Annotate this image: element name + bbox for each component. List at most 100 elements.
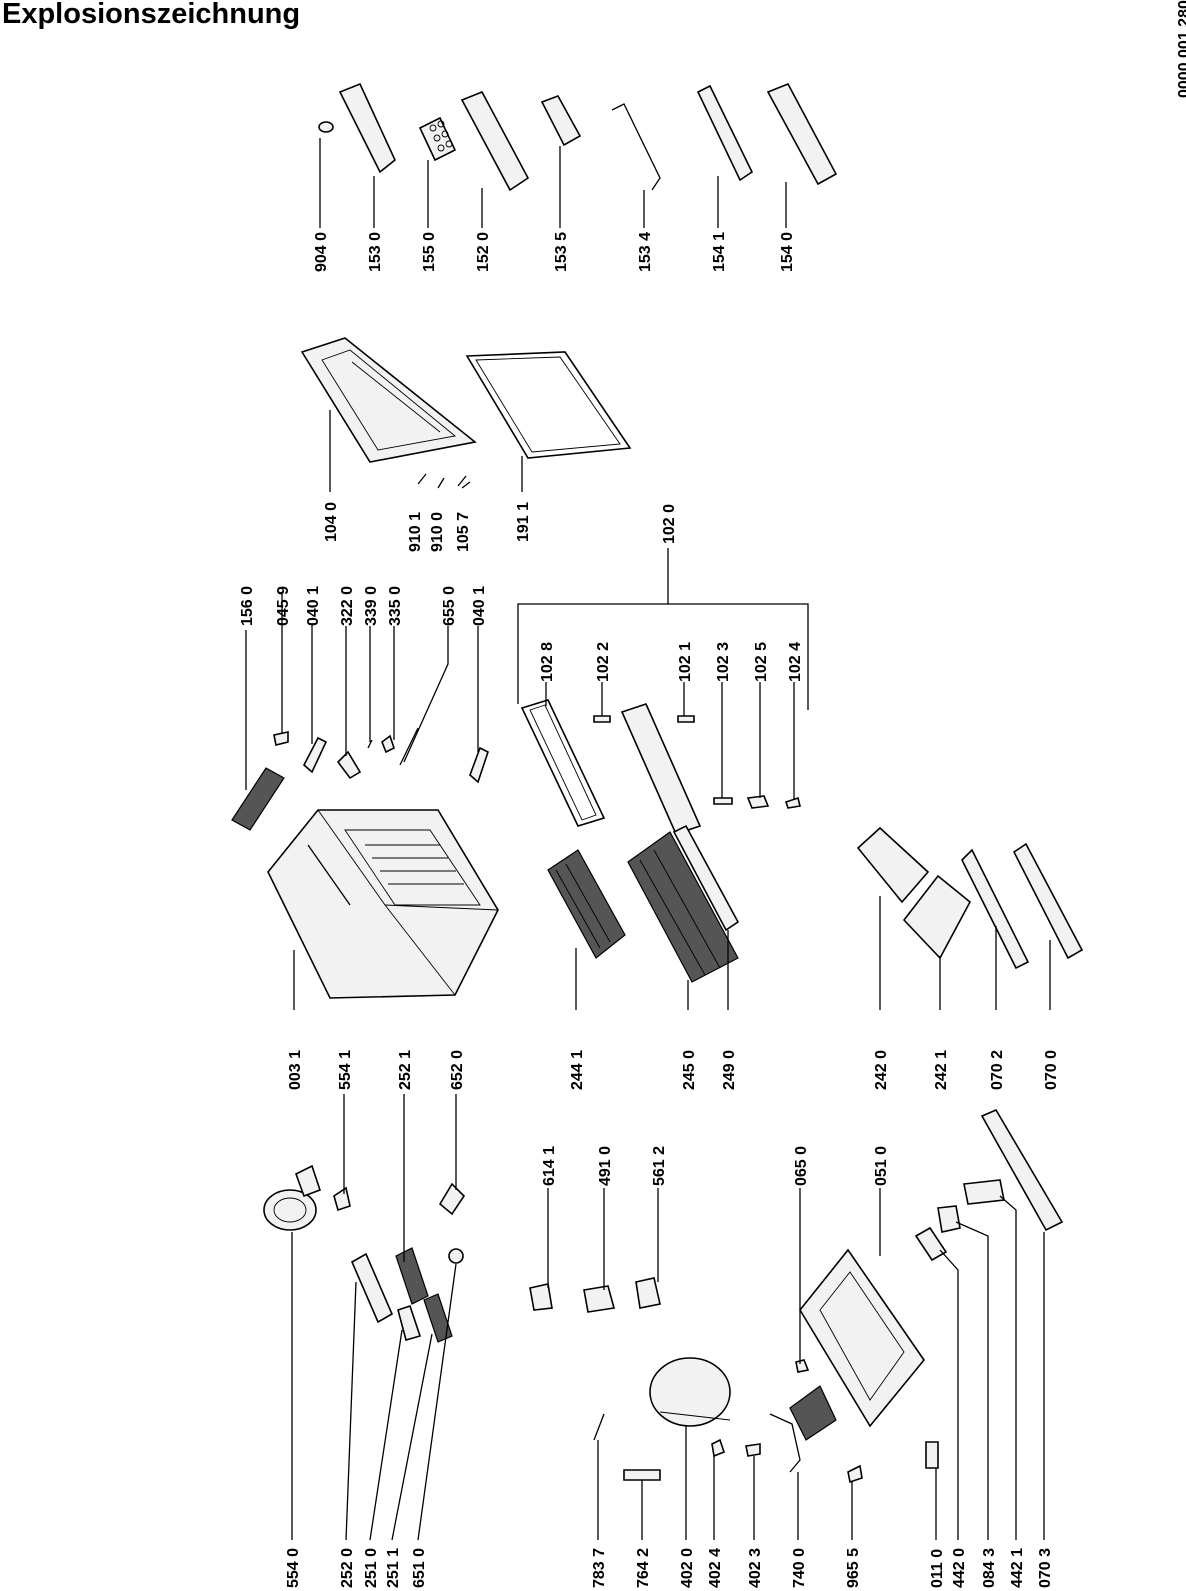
- label-740-0: 740 0: [791, 1548, 808, 1588]
- label-040-1-bottom: 040 1: [471, 586, 488, 626]
- label-242-1: 242 1: [933, 1050, 950, 1090]
- part-764-2-shape: [623, 1469, 661, 1481]
- part-251-1-shape: [423, 1293, 453, 1343]
- part-040-1-bottom-shape: [469, 746, 489, 784]
- part-153-5-shape: [540, 95, 582, 147]
- part-102-5-shape: [746, 795, 770, 809]
- part-904-0-shape: [318, 121, 334, 133]
- part-154-1-shape: [696, 84, 754, 182]
- label-402-3: 402 3: [747, 1548, 764, 1588]
- label-910-1: 910 1: [407, 512, 424, 552]
- label-040-1-top: 040 1: [305, 586, 322, 626]
- part-402-0-shape: [649, 1357, 731, 1427]
- label-965-5: 965 5: [845, 1548, 862, 1588]
- part-102-2-shape: [593, 715, 611, 723]
- part-153-0-shape: [338, 82, 396, 174]
- label-442-0: 442 0: [951, 1548, 968, 1588]
- label-322-0: 322 0: [339, 586, 356, 626]
- part-242-0-shape: [856, 826, 930, 904]
- part-070-3-shape: [980, 1108, 1064, 1232]
- part-102-8-shape: [520, 699, 606, 827]
- label-910-0: 910 0: [429, 512, 446, 552]
- label-065-0: 065 0: [793, 1146, 810, 1186]
- label-251-1: 251 1: [385, 1548, 402, 1588]
- label-102-0: 102 0: [661, 504, 678, 544]
- label-554-0: 554 0: [285, 1548, 302, 1588]
- part-554-0-shape: [263, 1164, 322, 1231]
- label-070-0: 070 0: [1043, 1050, 1060, 1090]
- label-070-3: 070 3: [1037, 1548, 1054, 1588]
- part-065-0-shape: [795, 1359, 810, 1373]
- label-249-0: 249 0: [721, 1050, 738, 1090]
- label-154-0: 154 0: [779, 232, 796, 272]
- label-442-1: 442 1: [1009, 1548, 1026, 1588]
- label-084-3: 084 3: [981, 1548, 998, 1588]
- label-561-2: 561 2: [651, 1146, 668, 1186]
- label-242-0: 242 0: [873, 1050, 890, 1090]
- leader-lines: [245, 138, 1051, 1541]
- part-011-0-shape: [925, 1441, 939, 1469]
- part-402-3-shape: [745, 1443, 761, 1457]
- label-764-2: 764 2: [635, 1548, 652, 1588]
- part-040-1-top-shape: [303, 736, 328, 774]
- label-244-1: 244 1: [569, 1050, 586, 1090]
- label-153-5: 153 5: [553, 232, 570, 272]
- part-labels: 904 0 153 0 155 0 152 0 153 5 153 4 154 …: [239, 232, 1060, 1588]
- part-102-1-shape: [677, 715, 695, 723]
- label-402-0: 402 0: [679, 1548, 696, 1588]
- label-252-0: 252 0: [339, 1548, 356, 1588]
- part-402-4-shape: [711, 1438, 725, 1458]
- part-084-3-shape: [937, 1205, 961, 1233]
- label-152-0: 152 0: [475, 232, 492, 272]
- label-402-4: 402 4: [707, 1548, 724, 1588]
- part-102-4-shape: [784, 796, 801, 809]
- part-102-3-shape: [713, 797, 733, 805]
- label-154-1: 154 1: [711, 232, 728, 272]
- label-153-0: 153 0: [367, 232, 384, 272]
- part-156-0-shape: [231, 767, 285, 831]
- part-244-1-shape: [547, 849, 626, 959]
- part-249-0-shape: [672, 824, 740, 932]
- part-554-1-shape: [333, 1186, 351, 1212]
- page-title: Explosionszeichnung: [2, 0, 301, 30]
- part-251-0-shape: [397, 1304, 422, 1341]
- part-small-screws: [417, 473, 467, 489]
- part-740-0-shape: [769, 1385, 837, 1473]
- part-070-2-shape: [961, 848, 1030, 970]
- part-070-0-shape: [1012, 842, 1084, 960]
- label-102-5: 102 5: [753, 642, 770, 682]
- part-783-7-shape: [593, 1413, 605, 1441]
- label-339-0: 339 0: [363, 586, 380, 626]
- part-155-0-shape: [418, 116, 457, 162]
- part-335-0-shape: [381, 734, 395, 754]
- part-104-0-shape: [300, 337, 477, 463]
- part-322-0-shape: [336, 750, 362, 780]
- part-651-0-shape: [448, 1248, 464, 1264]
- label-252-1: 252 1: [397, 1050, 414, 1090]
- part-652-0-shape: [438, 1182, 466, 1216]
- label-153-4: 153 4: [637, 232, 654, 272]
- label-102-2: 102 2: [595, 642, 612, 682]
- label-652-0: 652 0: [449, 1050, 466, 1090]
- label-335-0: 335 0: [387, 586, 404, 626]
- part-shapes: [231, 82, 1084, 1484]
- label-156-0: 156 0: [239, 586, 256, 626]
- label-011-0: 011 0: [929, 1549, 946, 1588]
- label-651-0: 651 0: [411, 1548, 428, 1588]
- label-051-0: 051 0: [873, 1146, 890, 1186]
- part-965-5-shape: [847, 1464, 863, 1484]
- part-561-2-shape: [635, 1277, 661, 1309]
- part-339-0-shape: [367, 739, 373, 749]
- part-003-1-shape: [267, 809, 499, 999]
- part-245-0-shape: [627, 831, 739, 983]
- part-655-0-shape: [399, 727, 419, 766]
- part-442-1-shape: [963, 1179, 1005, 1205]
- part-051-0-shape: [799, 1248, 926, 1428]
- label-102-1: 102 1: [677, 642, 694, 682]
- part-491-0-shape: [583, 1285, 616, 1313]
- label-554-1: 554 1: [337, 1050, 354, 1090]
- label-614-1: 614 1: [541, 1146, 558, 1186]
- part-252-1-shape: [395, 1247, 429, 1305]
- label-655-0: 655 0: [441, 586, 458, 626]
